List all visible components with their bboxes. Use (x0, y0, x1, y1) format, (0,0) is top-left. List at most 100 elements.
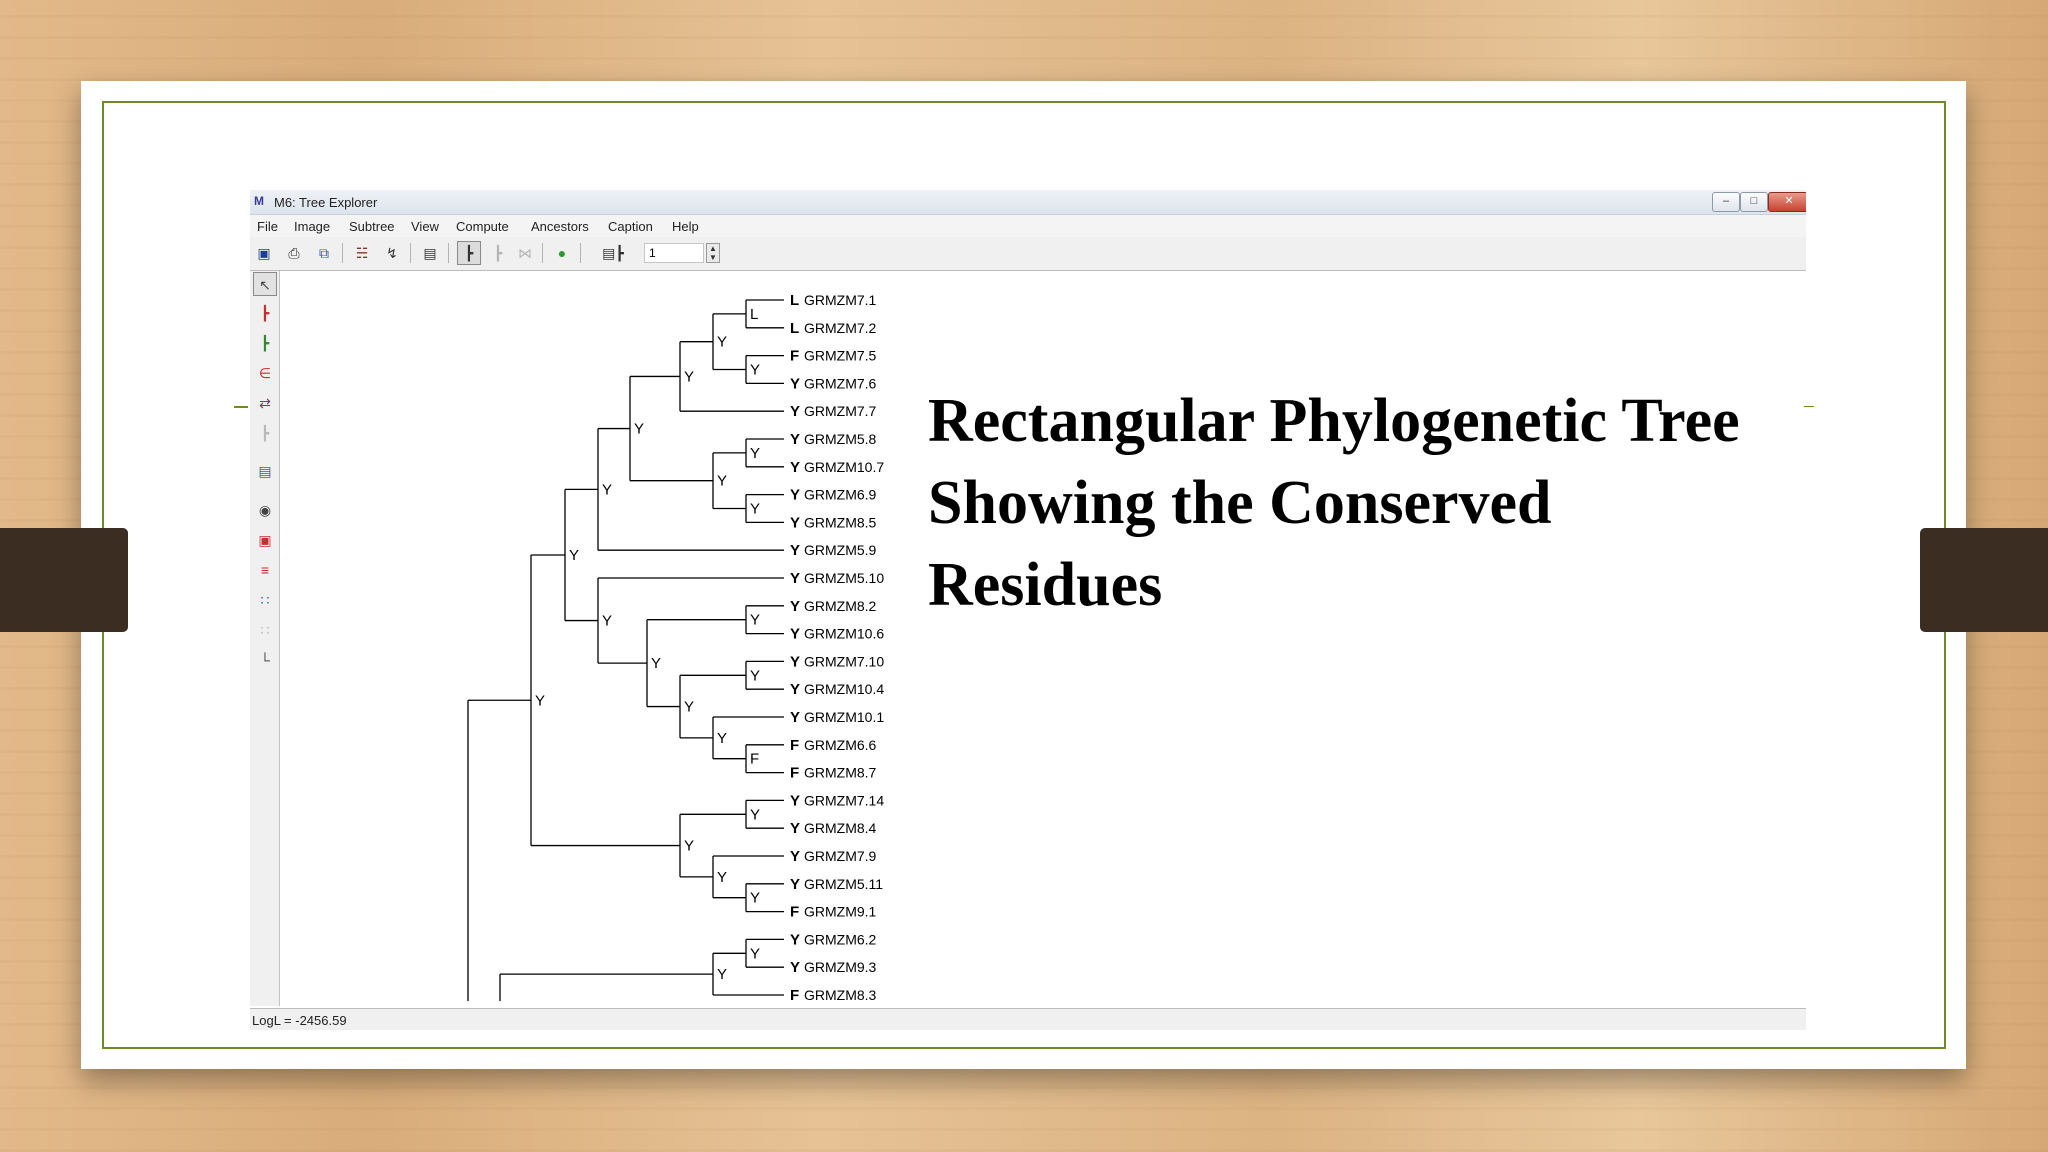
tip-state-label: Y (790, 848, 800, 865)
taxon-label: GRMZM7.2 (804, 320, 877, 336)
zoom-fit-icon[interactable]: ▣ (258, 532, 272, 548)
rectangular-tree-icon[interactable]: ┣ (457, 241, 481, 265)
flip-subtree-icon[interactable]: ┣ (260, 335, 270, 351)
toolbar-separator (580, 243, 581, 263)
toolbar-separator (342, 243, 343, 263)
compress-subtree-icon[interactable]: ∈ (258, 365, 272, 381)
ancestral-state-label: Y (602, 613, 612, 630)
taxon-label: GRMZM7.14 (804, 792, 884, 808)
tree-explorer-window: M M6: Tree Explorer – □ ✕ File Image Sub… (250, 190, 1806, 1030)
tip-state-label: Y (790, 459, 800, 476)
tip-state-label: F (790, 904, 799, 921)
tree-style-icon[interactable]: ▤ (423, 245, 437, 261)
minimize-button[interactable]: – (1712, 192, 1740, 212)
caption-icon[interactable]: ▤ (258, 463, 272, 479)
ancestral-state-label: Y (634, 421, 644, 438)
tip-state-label: Y (790, 375, 800, 392)
zoom-stepper[interactable]: ▲▼ (706, 243, 720, 263)
taxon-label: GRMZM7.10 (804, 653, 884, 669)
subtree-disabled-icon[interactable]: ┣ (260, 425, 270, 441)
save-icon[interactable]: ▣ (257, 245, 271, 261)
taxon-label: GRMZM6.6 (804, 737, 877, 753)
menu-caption[interactable]: Caption (608, 219, 653, 234)
maximize-button[interactable]: □ (1740, 192, 1768, 212)
menu-view[interactable]: View (411, 219, 439, 234)
root-icon[interactable]: ● (557, 245, 567, 261)
copy-icon[interactable]: ⧉ (319, 245, 329, 261)
tip-state-label: F (790, 765, 799, 782)
tip-state-label: Y (790, 959, 800, 976)
menu-bar: File Image Subtree View Compute Ancestor… (250, 215, 1806, 237)
binder-clip-right (1920, 528, 2048, 632)
menu-ancestors[interactable]: Ancestors (531, 219, 589, 234)
taxon-label: GRMZM10.7 (804, 459, 884, 475)
tool-sidebar: ↖ ┣ ┣ ∈ ⇄ ┣ ▤ ◉ ▣ ≡ ∷ ∷ └ (250, 271, 280, 1006)
close-button[interactable]: ✕ (1768, 192, 1806, 212)
ancestral-state-label: Y (750, 445, 760, 462)
swap-icon[interactable]: ⇄ (259, 395, 271, 411)
ancestral-state-label: Y (684, 368, 694, 385)
taxon-label: GRMZM6.2 (804, 931, 877, 947)
slide-title-line: Showing the Conserved (928, 469, 1552, 537)
ancestral-state-label: Y (717, 473, 727, 490)
taxon-label: GRMZM8.2 (804, 598, 877, 614)
taxon-label: GRMZM5.9 (804, 542, 877, 558)
status-bar: LogL = -2456.59 (250, 1008, 1806, 1030)
scale-icon[interactable]: └ (260, 652, 270, 668)
menu-help[interactable]: Help (672, 219, 699, 234)
tip-state-label: Y (790, 403, 800, 420)
tip-state-label: F (790, 987, 799, 1001)
ancestral-state-label: L (750, 306, 758, 323)
pointer-icon[interactable]: ↖ (253, 272, 277, 296)
tip-state-label: Y (790, 570, 800, 587)
place-root-icon[interactable]: ┣ (260, 305, 270, 321)
tip-state-label: Y (790, 598, 800, 615)
mark-taxa-icon[interactable]: ≡ (260, 562, 270, 578)
ancestral-state-label: Y (750, 890, 760, 907)
taxon-label: GRMZM9.1 (804, 904, 877, 920)
search-tree-icon[interactable]: ☵ (355, 245, 369, 261)
ancestral-state-label: Y (535, 692, 545, 709)
tip-state-label: Y (790, 487, 800, 504)
frame-tick (1804, 406, 1814, 407)
zoom-input[interactable] (644, 243, 704, 263)
title-bar[interactable]: M M6: Tree Explorer – □ ✕ (250, 190, 1806, 215)
window-title: M6: Tree Explorer (274, 195, 378, 210)
radiation-tree-icon[interactable]: ⋈ (518, 245, 532, 261)
topology-icon[interactable]: ▤┣ (602, 245, 624, 261)
ancestral-state-label: Y (717, 869, 727, 886)
print-icon[interactable]: ⎙ (288, 245, 300, 261)
menu-subtree[interactable]: Subtree (349, 219, 395, 234)
ancestral-state-label: Y (717, 730, 727, 747)
menu-file[interactable]: File (257, 219, 278, 234)
ancestral-state-label: Y (651, 655, 661, 672)
ancestral-state-label: Y (569, 547, 579, 564)
taxon-label: GRMZM5.10 (804, 570, 884, 586)
tip-state-label: Y (790, 709, 800, 726)
tip-state-label: L (790, 292, 799, 309)
taxon-label: GRMZM5.11 (804, 876, 883, 892)
branch-info-icon[interactable]: ∷ (260, 592, 270, 608)
taxon-label: GRMZM8.7 (804, 765, 877, 781)
slide-title: Rectangular Phylogenetic Tree Showing th… (928, 380, 1828, 626)
mega-icon: M (254, 194, 264, 208)
find-icon[interactable]: ◉ (258, 502, 272, 518)
taxon-label: GRMZM7.7 (804, 403, 877, 419)
menu-image[interactable]: Image (294, 219, 331, 234)
taxon-label: GRMZM10.1 (804, 709, 884, 725)
binder-clip-left (0, 528, 128, 632)
ancestral-state-label: Y (750, 362, 760, 379)
taxon-label: GRMZM8.3 (804, 987, 877, 1001)
ancestral-state-label: Y (684, 838, 694, 855)
bootstrap-icon[interactable]: ↯ (386, 245, 398, 261)
taxon-label: GRMZM5.8 (804, 431, 877, 447)
circle-tree-icon[interactable]: ┣ (493, 245, 503, 261)
taxon-label: GRMZM9.3 (804, 959, 877, 975)
branch-info-disabled-icon[interactable]: ∷ (260, 622, 270, 638)
taxon-label: GRMZM10.6 (804, 626, 884, 642)
toolbar: ▣ ⎙ ⧉ ☵ ↯ ▤ ┣ ┣ ⋈ ● ▤┣ ▲▼ (250, 237, 1806, 271)
menu-compute[interactable]: Compute (456, 219, 509, 234)
slide-marker (234, 406, 248, 408)
